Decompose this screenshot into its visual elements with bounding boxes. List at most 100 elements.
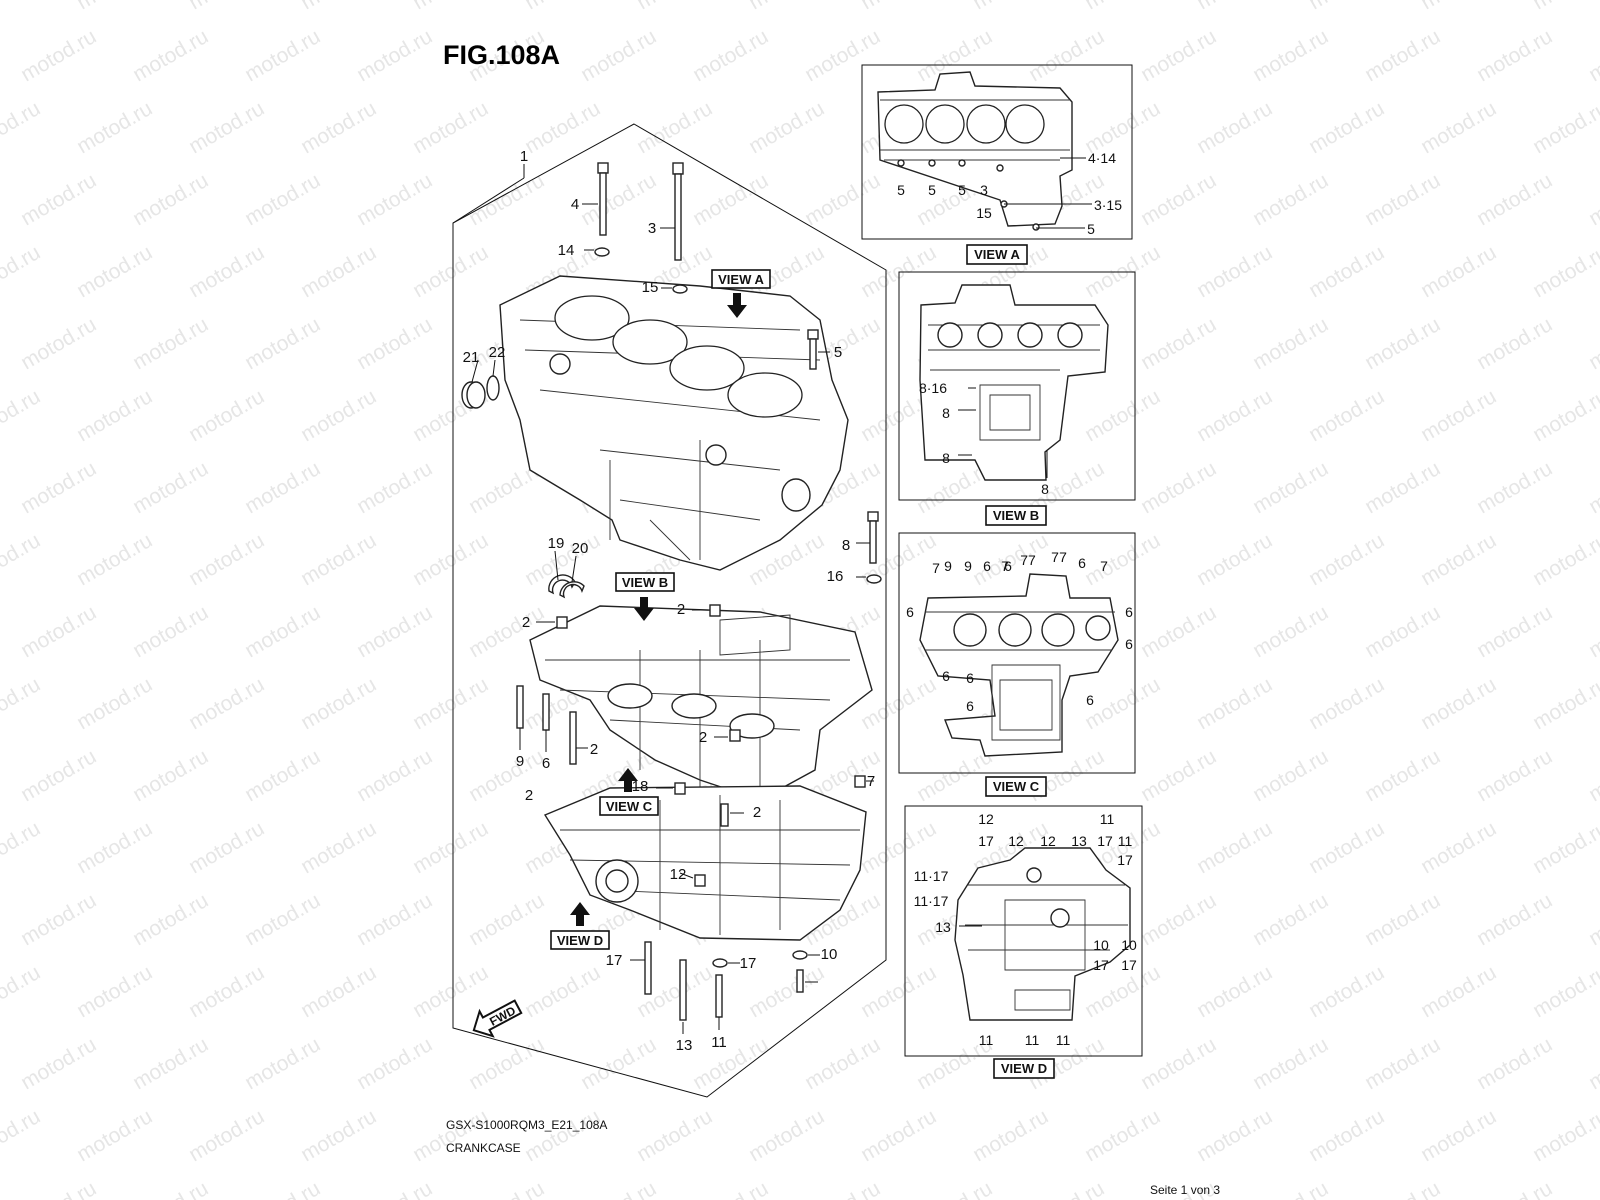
- watermark-text: motod.ru: [17, 889, 100, 950]
- watermark-text: motod.ru: [521, 961, 604, 1022]
- callout-label: 8: [842, 537, 850, 554]
- watermark-text: motod.ru: [1361, 745, 1444, 806]
- watermark-text: motod.ru: [1473, 25, 1556, 86]
- callout-label: 6: [542, 755, 550, 772]
- watermark-text: motod.ru: [129, 745, 212, 806]
- watermark-text: motod.ru: [1081, 385, 1164, 446]
- watermark-text: motod.ru: [0, 385, 44, 446]
- watermark-text: motod.ru: [1529, 817, 1600, 878]
- watermark-text: motod.ru: [129, 313, 212, 374]
- watermark-text: motod.ru: [633, 97, 716, 158]
- bolt-4: [582, 162, 610, 257]
- callout-label: 12: [978, 811, 994, 827]
- watermark-text: motod.ru: [1305, 817, 1388, 878]
- watermark-text: motod.ru: [241, 1177, 324, 1200]
- watermark-text: motod.ru: [1417, 673, 1500, 734]
- watermark-text: motod.ru: [353, 313, 436, 374]
- callout-label: 2: [522, 614, 530, 631]
- watermark-text: motod.ru: [17, 25, 100, 86]
- watermark-text: motod.ru: [1529, 1105, 1600, 1166]
- watermark-text: motod.ru: [241, 745, 324, 806]
- callout-label: 11: [979, 1032, 994, 1048]
- watermark-text: motod.ru: [409, 1105, 492, 1166]
- watermark-text: motod.ru: [73, 961, 156, 1022]
- watermark-text: motod.ru: [1417, 0, 1500, 14]
- callout-label: 5: [1087, 221, 1095, 237]
- watermark-text: motod.ru: [1417, 97, 1500, 158]
- watermark-text: motod.ru: [409, 0, 492, 14]
- watermark-text: motod.ru: [129, 1033, 212, 1094]
- watermark-text: motod.ru: [1417, 529, 1500, 590]
- callout-label: 17: [740, 955, 757, 972]
- watermark-text: motod.ru: [465, 889, 548, 950]
- watermark-text: motod.ru: [241, 457, 324, 518]
- callout-label: 5: [834, 344, 842, 361]
- watermark-text: motod.ru: [1193, 961, 1276, 1022]
- watermark-text: motod.ru: [1305, 97, 1388, 158]
- watermark-text: motod.ru: [745, 97, 828, 158]
- watermark-text: motod.ru: [73, 241, 156, 302]
- watermark-text: motod.ru: [241, 889, 324, 950]
- watermark-text: motod.ru: [353, 169, 436, 230]
- callout-label: 6: [942, 668, 950, 684]
- svg-text:VIEW A: VIEW A: [974, 247, 1020, 262]
- watermark-text: motod.ru: [241, 1033, 324, 1094]
- view-d-caption: VIEW D: [993, 1058, 1055, 1079]
- watermark-text: motod.ru: [185, 241, 268, 302]
- callout-label: 11: [1056, 1032, 1071, 1048]
- watermark-text: motod.ru: [969, 0, 1052, 14]
- watermark-text: motod.ru: [1585, 169, 1600, 230]
- watermark-text: motod.ru: [1529, 241, 1600, 302]
- watermark-text: motod.ru: [17, 457, 100, 518]
- watermark-text: motod.ru: [1137, 457, 1220, 518]
- callout-label: 11: [1118, 833, 1133, 849]
- watermark-text: motod.ru: [913, 1177, 996, 1200]
- callout-label: 6: [983, 558, 991, 574]
- watermark-text: motod.ru: [185, 961, 268, 1022]
- callout-label: 18: [632, 778, 649, 795]
- watermark-text: motod.ru: [73, 673, 156, 734]
- callout-label: 6: [1078, 555, 1086, 571]
- callout-label: 9: [944, 558, 952, 574]
- view-a-marker: VIEW A: [711, 269, 771, 318]
- watermark-text: motod.ru: [521, 0, 604, 14]
- bolt-3: [660, 162, 688, 294]
- callout-label: 5: [958, 182, 966, 198]
- watermark-text: motod.ru: [129, 169, 212, 230]
- watermark-text: motod.ru: [1249, 1033, 1332, 1094]
- watermark-text: motod.ru: [1361, 1033, 1444, 1094]
- watermark-text: motod.ru: [689, 1033, 772, 1094]
- plug-21-ring-22: [461, 359, 500, 409]
- watermark-text: motod.ru: [1361, 889, 1444, 950]
- watermark-text: motod.ru: [409, 817, 492, 878]
- watermark-text: motod.ru: [1081, 529, 1164, 590]
- watermark-text: motod.ru: [409, 241, 492, 302]
- watermark-text: motod.ru: [465, 745, 548, 806]
- watermark-text: motod.ru: [0, 673, 44, 734]
- watermark-text: motod.ru: [297, 241, 380, 302]
- callout-label: 7: [1059, 549, 1067, 565]
- watermark-text: motod.ru: [1025, 745, 1108, 806]
- view-c-detail: VIEW C: [898, 532, 1136, 797]
- watermark-text: motod.ru: [409, 97, 492, 158]
- watermark-text: motod.ru: [521, 97, 604, 158]
- watermark-text: motod.ru: [689, 25, 772, 86]
- watermark-text: motod.ru: [1473, 1177, 1556, 1200]
- watermark-text: motod.ru: [297, 817, 380, 878]
- watermark-text: motod.ru: [0, 97, 44, 158]
- watermark-text: motod.ru: [689, 169, 772, 230]
- view-d-frame: [904, 805, 1143, 1057]
- watermark-text: motod.ru: [185, 385, 268, 446]
- callout-label: 12: [670, 866, 687, 883]
- watermark-text: motod.ru: [185, 673, 268, 734]
- svg-text:VIEW C: VIEW C: [993, 779, 1040, 794]
- watermark-text: motod.ru: [1361, 601, 1444, 662]
- watermark-text: motod.ru: [1249, 745, 1332, 806]
- watermark-text: motod.ru: [1137, 25, 1220, 86]
- watermark-text: motod.ru: [1025, 1177, 1108, 1200]
- watermark-text: motod.ru: [1081, 1105, 1164, 1166]
- callout-label: 3·15: [1094, 197, 1122, 213]
- watermark-text: motod.ru: [969, 1105, 1052, 1166]
- callout-label: 17: [1097, 833, 1113, 849]
- callout-label: 16: [827, 568, 844, 585]
